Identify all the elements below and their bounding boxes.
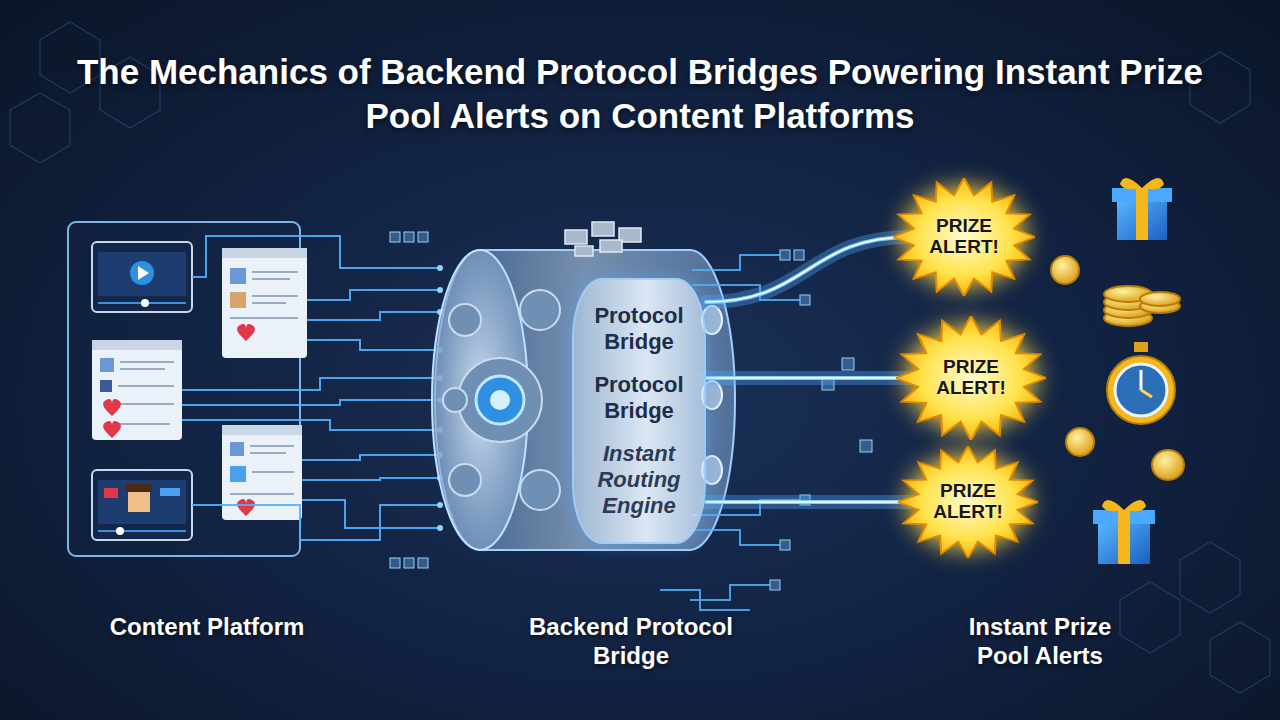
- beam-glow: [706, 237, 910, 302]
- beam-core: [706, 500, 915, 504]
- light-beam-connector: [706, 237, 910, 302]
- beam-core: [706, 376, 914, 380]
- prize-alert-burst: PRIZE ALERT!: [898, 446, 1038, 558]
- light-beam-connector: [706, 502, 915, 503]
- section-label: Content Platform: [77, 612, 337, 641]
- starburst-outline: [898, 446, 1038, 558]
- beam-glow: [706, 495, 915, 509]
- bridge-label: Protocol Bridge: [580, 372, 698, 424]
- starburst-outline: [893, 178, 1035, 296]
- beam-highlight: [706, 237, 910, 302]
- section-label: Backend Protocol Bridge: [506, 612, 756, 671]
- alert-text: PRIZE ALERT!: [929, 357, 1013, 399]
- prize-alert-burst: PRIZE ALERT!: [893, 178, 1035, 296]
- bridge-label: Instant Routing Engine: [580, 441, 698, 519]
- starburst-outline: [896, 316, 1046, 440]
- alert-text: PRIZE ALERT!: [922, 216, 1006, 258]
- diagram-title: The Mechanics of Backend Protocol Bridge…: [40, 50, 1240, 138]
- bridge-label: Protocol Bridge: [580, 303, 698, 355]
- beam-highlight: [706, 501, 915, 503]
- beam-glow: [706, 371, 914, 385]
- light-beam-connector: [706, 378, 914, 379]
- beam-highlight: [706, 377, 914, 379]
- beam-core: [706, 237, 910, 302]
- prize-alert-burst: PRIZE ALERT!: [896, 316, 1046, 440]
- section-label: Instant Prize Pool Alerts: [940, 612, 1140, 671]
- protocol-bridge-drum: Protocol BridgeProtocol BridgeInstant Ro…: [572, 278, 706, 544]
- alert-text: PRIZE ALERT!: [926, 481, 1010, 523]
